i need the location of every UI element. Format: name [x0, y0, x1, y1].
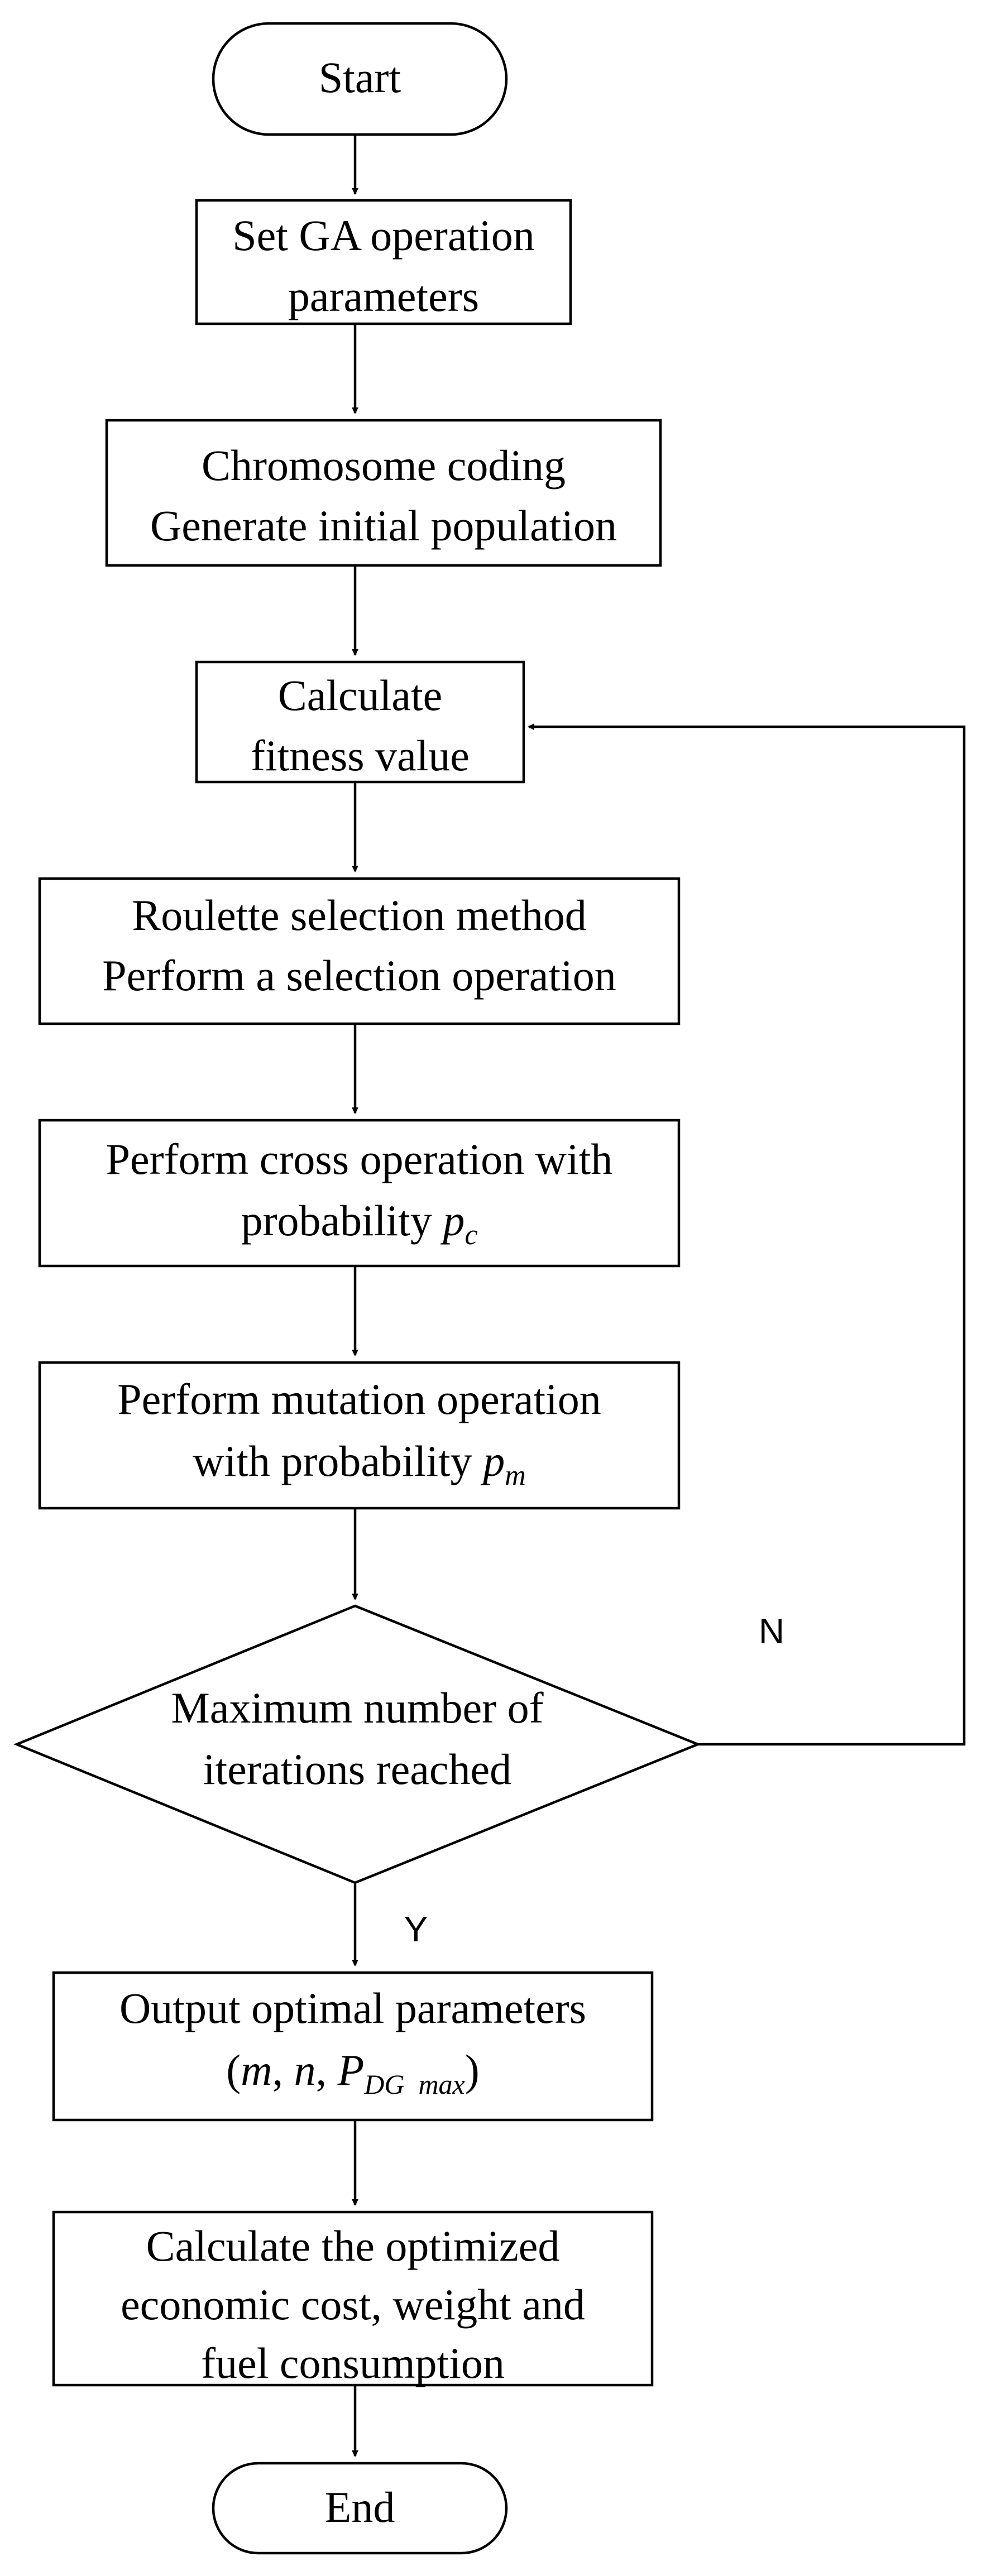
start-label: Start — [319, 53, 401, 102]
output-var-n: n — [294, 2046, 316, 2094]
calc-opt-node: Calculate the optimized economic cost, w… — [52, 2210, 654, 2387]
mutation-line-1: Perform mutation operation — [117, 1375, 601, 1423]
coding-node: Chromosome coding Generate initial popul… — [105, 419, 662, 567]
output-line-2: (m, n, PDG max) — [226, 2046, 480, 2100]
output-var-m: m — [241, 2046, 272, 2094]
crossover-line-2-text: probability — [241, 1196, 443, 1245]
calc-opt-line-2: economic cost, weight and — [121, 2280, 585, 2329]
coding-line-2: Generate initial population — [150, 501, 617, 550]
edge-decision-no-loop-to-fitness — [528, 723, 966, 1746]
connectors — [352, 136, 966, 2457]
output-comma-2: , — [316, 2046, 338, 2094]
selection-line-2: Perform a selection operation — [102, 951, 616, 1000]
fitness-line-1: Calculate — [278, 671, 443, 719]
edge-label-yes: Y — [404, 1909, 428, 1949]
mutation-node: Perform mutation operation with probabil… — [38, 1361, 681, 1510]
mutation-prob-var: p — [480, 1437, 505, 1485]
output-var-p: P — [337, 2046, 365, 2094]
calc-opt-line-1: Calculate the optimized — [146, 2222, 560, 2270]
set-params-line-2: parameters — [288, 272, 479, 320]
calc-opt-line-3: fuel consumption — [201, 2339, 505, 2387]
end-label: End — [325, 2483, 395, 2531]
decision-line-2: iterations reached — [203, 1745, 511, 1793]
crossover-node: Perform cross operation with probability… — [38, 1119, 681, 1268]
crossover-prob-var: p — [440, 1196, 465, 1245]
selection-node: Roulette selection method Perform a sele… — [38, 877, 681, 1025]
coding-line-1: Chromosome coding — [202, 441, 566, 490]
set-params-line-1: Set GA operation — [232, 211, 535, 260]
fitness-node: Calculate fitness value — [195, 660, 525, 784]
output-close-paren: ) — [465, 2046, 480, 2094]
mutation-line-2: with probability pm — [193, 1437, 526, 1491]
crossover-prob-sub: c — [465, 1219, 477, 1251]
mutation-prob-sub: m — [505, 1460, 526, 1491]
output-node: Output optimal parameters (m, n, PDG max… — [52, 1971, 654, 2122]
fitness-line-2: fitness value — [251, 731, 470, 780]
crossover-line-1: Perform cross operation with — [106, 1135, 613, 1183]
selection-line-1: Roulette selection method — [132, 891, 586, 939]
decision-node: Maximum number of iterations reached — [13, 1604, 702, 1884]
output-open-paren: ( — [226, 2046, 241, 2094]
output-line-1: Output optimal parameters — [119, 1984, 586, 2032]
output-sub-p: DG max — [363, 2069, 465, 2100]
mutation-line-2-text: with probability — [193, 1437, 483, 1485]
crossover-line-2: probability pc — [241, 1196, 478, 1251]
start-node: Start — [212, 22, 508, 136]
set-params-node: Set GA operation parameters — [195, 199, 572, 325]
end-node: End — [212, 2462, 508, 2555]
output-comma-1: , — [272, 2046, 294, 2094]
edge-label-no: N — [759, 1611, 784, 1651]
decision-line-1: Maximum number of — [171, 1683, 543, 1732]
